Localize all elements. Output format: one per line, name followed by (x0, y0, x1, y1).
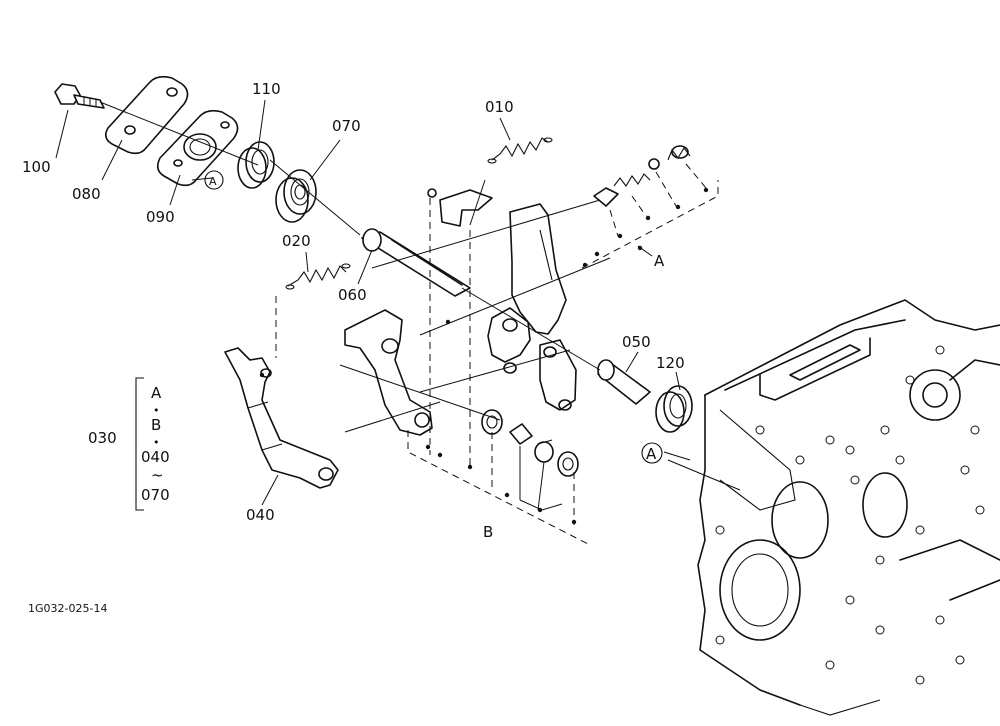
a-circle-bottom-ring (641, 442, 663, 464)
pin-050 (597, 359, 651, 405)
group-b-parts (481, 409, 579, 477)
a-circle-bottom-label: A (646, 445, 657, 463)
group-030-sep2: • (153, 436, 160, 449)
assembly-dots (259, 187, 709, 525)
group-030-tilde: ~ (151, 466, 164, 484)
a-circle-top-ring (204, 170, 224, 190)
callout-020: 020 (282, 232, 311, 250)
callout-leaders (55, 99, 691, 511)
group-030-line4: 070 (141, 486, 170, 504)
a-label-right: A (654, 252, 665, 270)
group-030-line1: A (151, 384, 162, 402)
callout-050: 050 (622, 333, 651, 351)
flange-plate-090 (156, 109, 239, 187)
engine-housing (697, 299, 1000, 716)
callout-120: 120 (656, 354, 685, 372)
callout-040: 040 (246, 506, 275, 524)
group-030-line3: 040 (141, 448, 170, 466)
spring-020 (285, 263, 351, 290)
governor-arm (344, 309, 433, 436)
lever-040 (224, 347, 339, 489)
shaft-060 (361, 228, 471, 297)
group-a-parts (593, 145, 691, 207)
callout-070: 070 (332, 117, 361, 135)
callout-090: 090 (146, 208, 175, 226)
group-030-line2: B (151, 416, 161, 434)
bearing-120 (655, 385, 693, 433)
assembly-lines (99, 101, 741, 546)
fork-plate (427, 188, 577, 411)
callout-030: 030 (88, 429, 117, 447)
a-circle-top-label: A (209, 175, 217, 188)
bushing-110 (237, 141, 275, 189)
callout-060: 060 (338, 286, 367, 304)
callout-110: 110 (252, 80, 281, 98)
spring-010 (487, 137, 553, 164)
callout-100: 100 (22, 158, 51, 176)
callout-010: 010 (485, 98, 514, 116)
bolt-100 (54, 83, 105, 109)
figure-code: 1G032-025-14 (28, 602, 107, 615)
b-label: B (483, 523, 493, 541)
gasket-080 (104, 75, 189, 155)
bearing-070 (275, 169, 317, 223)
callout-080: 080 (72, 185, 101, 203)
group-030-sep1: • (153, 404, 160, 417)
group-030-bracket (135, 377, 144, 511)
